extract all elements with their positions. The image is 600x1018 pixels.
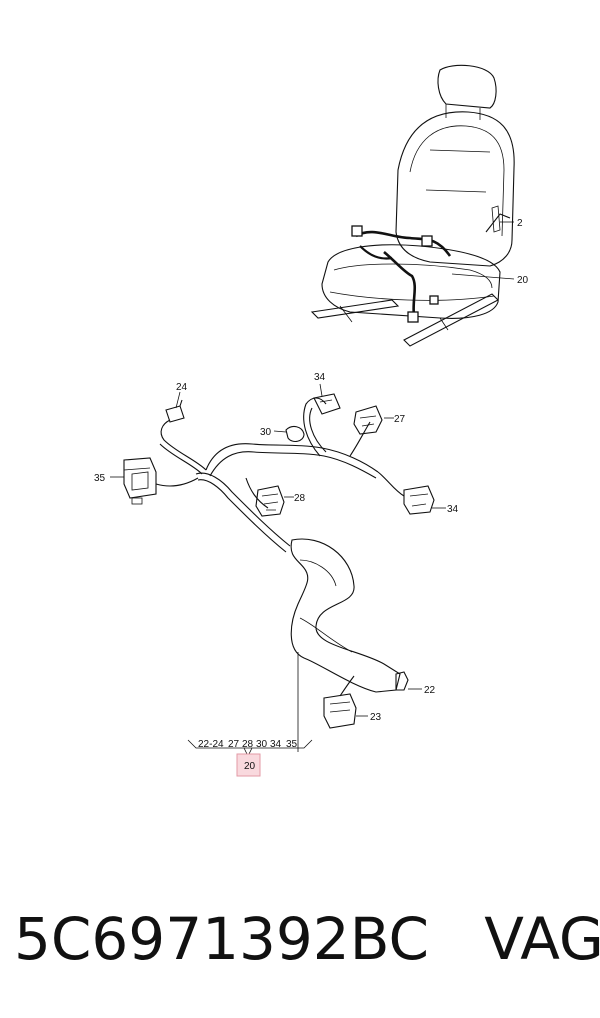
callout-27: 27	[394, 414, 406, 425]
callout-24: 24	[176, 382, 188, 393]
callout-34-top: 34	[314, 372, 326, 383]
callout-30: 30	[260, 427, 272, 438]
callout-20-seat: 20	[517, 275, 529, 286]
callout-34-right: 34	[447, 504, 459, 515]
callout-35: 35	[94, 473, 106, 484]
harness-detail: 24 35 34 27 30 28 34 22 23 22-24 27 28 3…	[94, 372, 459, 777]
ref-35: 35	[286, 739, 298, 750]
callout-23: 23	[370, 712, 382, 723]
reference-list: 22-24 27 28 30 34 35	[198, 739, 298, 750]
seat-overview: 2 20	[310, 64, 529, 347]
brand-label: VAG	[484, 905, 600, 973]
ref-34: 34	[270, 739, 282, 750]
ref-30: 30	[256, 739, 268, 750]
ref-22-24: 22-24	[198, 739, 224, 750]
part-number-footer: 5C6971392BC VAG	[14, 894, 600, 984]
ref-27: 27	[228, 739, 240, 750]
highlighted-part-label: 20	[244, 761, 256, 772]
callout-22: 22	[424, 685, 436, 696]
highlighted-part-box	[236, 753, 261, 777]
part-number: 5C6971392BC	[14, 905, 429, 973]
ref-28: 28	[242, 739, 254, 750]
callout-2: 2	[517, 218, 523, 229]
callout-28: 28	[294, 493, 306, 504]
